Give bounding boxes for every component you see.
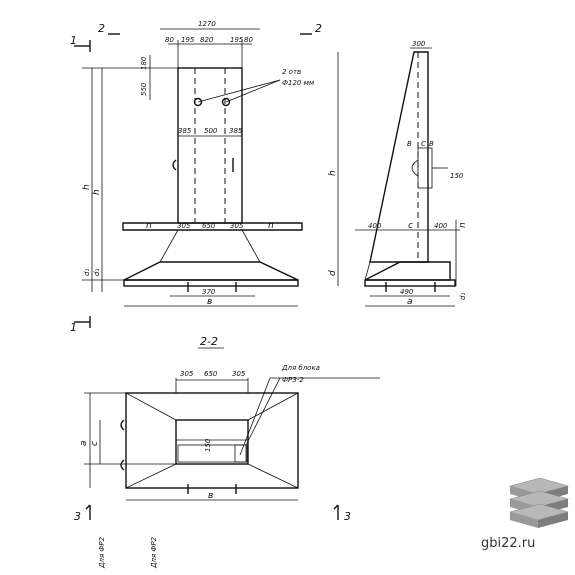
stacked-blocks-logo bbox=[508, 477, 570, 528]
side-lbl-b: В bbox=[407, 140, 412, 148]
side-lbl-b2: В bbox=[429, 140, 434, 148]
loop-left bbox=[172, 159, 177, 171]
dim-385-right: 385 bbox=[229, 127, 243, 135]
front-footing bbox=[123, 261, 299, 281]
section-1-bottom: 1 bbox=[70, 321, 77, 334]
side-dim-490: 490 bbox=[400, 288, 414, 296]
dim-h: h bbox=[92, 189, 102, 195]
section-2-right: 2 bbox=[315, 22, 322, 35]
plan-title: 2-2 bbox=[200, 335, 218, 348]
hole-left bbox=[193, 97, 203, 107]
watermark: gbi22.ru bbox=[481, 536, 536, 551]
side-lbl-d: d bbox=[328, 270, 338, 276]
plan-loop-left-bottom bbox=[120, 459, 125, 471]
section-3-right: 3 bbox=[344, 510, 351, 523]
dim-385-left: 385 bbox=[178, 127, 192, 135]
plan-loop-left-top bbox=[120, 419, 125, 431]
plan-column bbox=[175, 419, 249, 465]
side-lbl-c: С bbox=[421, 140, 426, 148]
front-base-plate bbox=[123, 279, 299, 287]
side-dim-400-right: 400 bbox=[434, 222, 448, 230]
side-lbl-d1: d₁ bbox=[459, 293, 467, 300]
dim-b: в bbox=[207, 297, 212, 307]
dim-1270: 1270 bbox=[198, 20, 216, 28]
side-dim-c: c bbox=[408, 221, 413, 231]
section-1-top: 1 bbox=[70, 34, 77, 47]
dim-500: 500 bbox=[204, 127, 218, 135]
dim-80-right: 80 bbox=[244, 36, 253, 44]
dim-d1-b: d₁ bbox=[93, 269, 101, 276]
side-dim-400-left: 400 bbox=[368, 222, 382, 230]
dim-n-left: n bbox=[146, 221, 152, 231]
plan-niche bbox=[234, 444, 248, 463]
plan-vert-fr2-left: Для ФР2 bbox=[98, 536, 106, 569]
holes-note: 2 отв bbox=[282, 68, 301, 76]
section-2-left: 2 bbox=[98, 22, 105, 35]
front-column bbox=[177, 67, 243, 224]
dim-305-left: 305 bbox=[177, 222, 191, 230]
plan-dim-305-right: 305 bbox=[232, 370, 246, 378]
plan-note-line2: ФРЗ-2 bbox=[282, 376, 304, 384]
plan-lbl-a: а bbox=[79, 440, 89, 446]
dim-180: 180 bbox=[140, 56, 148, 70]
side-dim-300: 300 bbox=[412, 40, 426, 48]
plan-note-line1: Для блока bbox=[281, 364, 320, 372]
plan-lbl-b: в bbox=[208, 491, 213, 501]
holes-dia: Ф120 мм bbox=[282, 79, 315, 87]
side-dim-150: 150 bbox=[450, 172, 464, 180]
dim-650: 650 bbox=[202, 222, 216, 230]
plan-dim-305-left: 305 bbox=[180, 370, 194, 378]
dim-n-right: n bbox=[268, 221, 274, 231]
front-view: 1 1 2 2 1270 80 195 820 195 80 2 отв Ф12… bbox=[70, 20, 322, 334]
hole-right bbox=[221, 97, 231, 107]
side-column bbox=[369, 51, 429, 263]
side-lbl-n: n bbox=[458, 222, 468, 228]
side-niche bbox=[417, 147, 433, 189]
dim-195-left: 195 bbox=[181, 36, 195, 44]
side-view: 300 В С В 150 h 400 c 400 490 а d n d₁ bbox=[328, 40, 468, 307]
dim-820: 820 bbox=[200, 36, 214, 44]
dim-370: 370 bbox=[202, 288, 216, 296]
plan-dim-150: 150 bbox=[204, 438, 212, 452]
side-footing bbox=[364, 261, 451, 281]
plan-vert-fr2-right: Для ФР2 bbox=[150, 536, 158, 569]
side-base-plate bbox=[364, 279, 456, 287]
plan-outline bbox=[125, 392, 299, 489]
dim-550: 550 bbox=[140, 82, 148, 96]
plan-view: 2-2 305 650 305 Дл bbox=[74, 335, 380, 569]
dim-80-left: 80 bbox=[165, 36, 174, 44]
dim-h1: h bbox=[82, 184, 92, 190]
dim-195-right: 195 bbox=[230, 36, 244, 44]
plan-dim-650: 650 bbox=[204, 370, 218, 378]
dim-d1-a: d₁ bbox=[83, 269, 91, 276]
side-dim-a: а bbox=[407, 297, 413, 307]
side-lbl-h: h bbox=[328, 170, 338, 176]
plan-lbl-c: с bbox=[90, 441, 100, 446]
section-3-left: 3 bbox=[74, 510, 81, 523]
dim-305-right: 305 bbox=[230, 222, 244, 230]
